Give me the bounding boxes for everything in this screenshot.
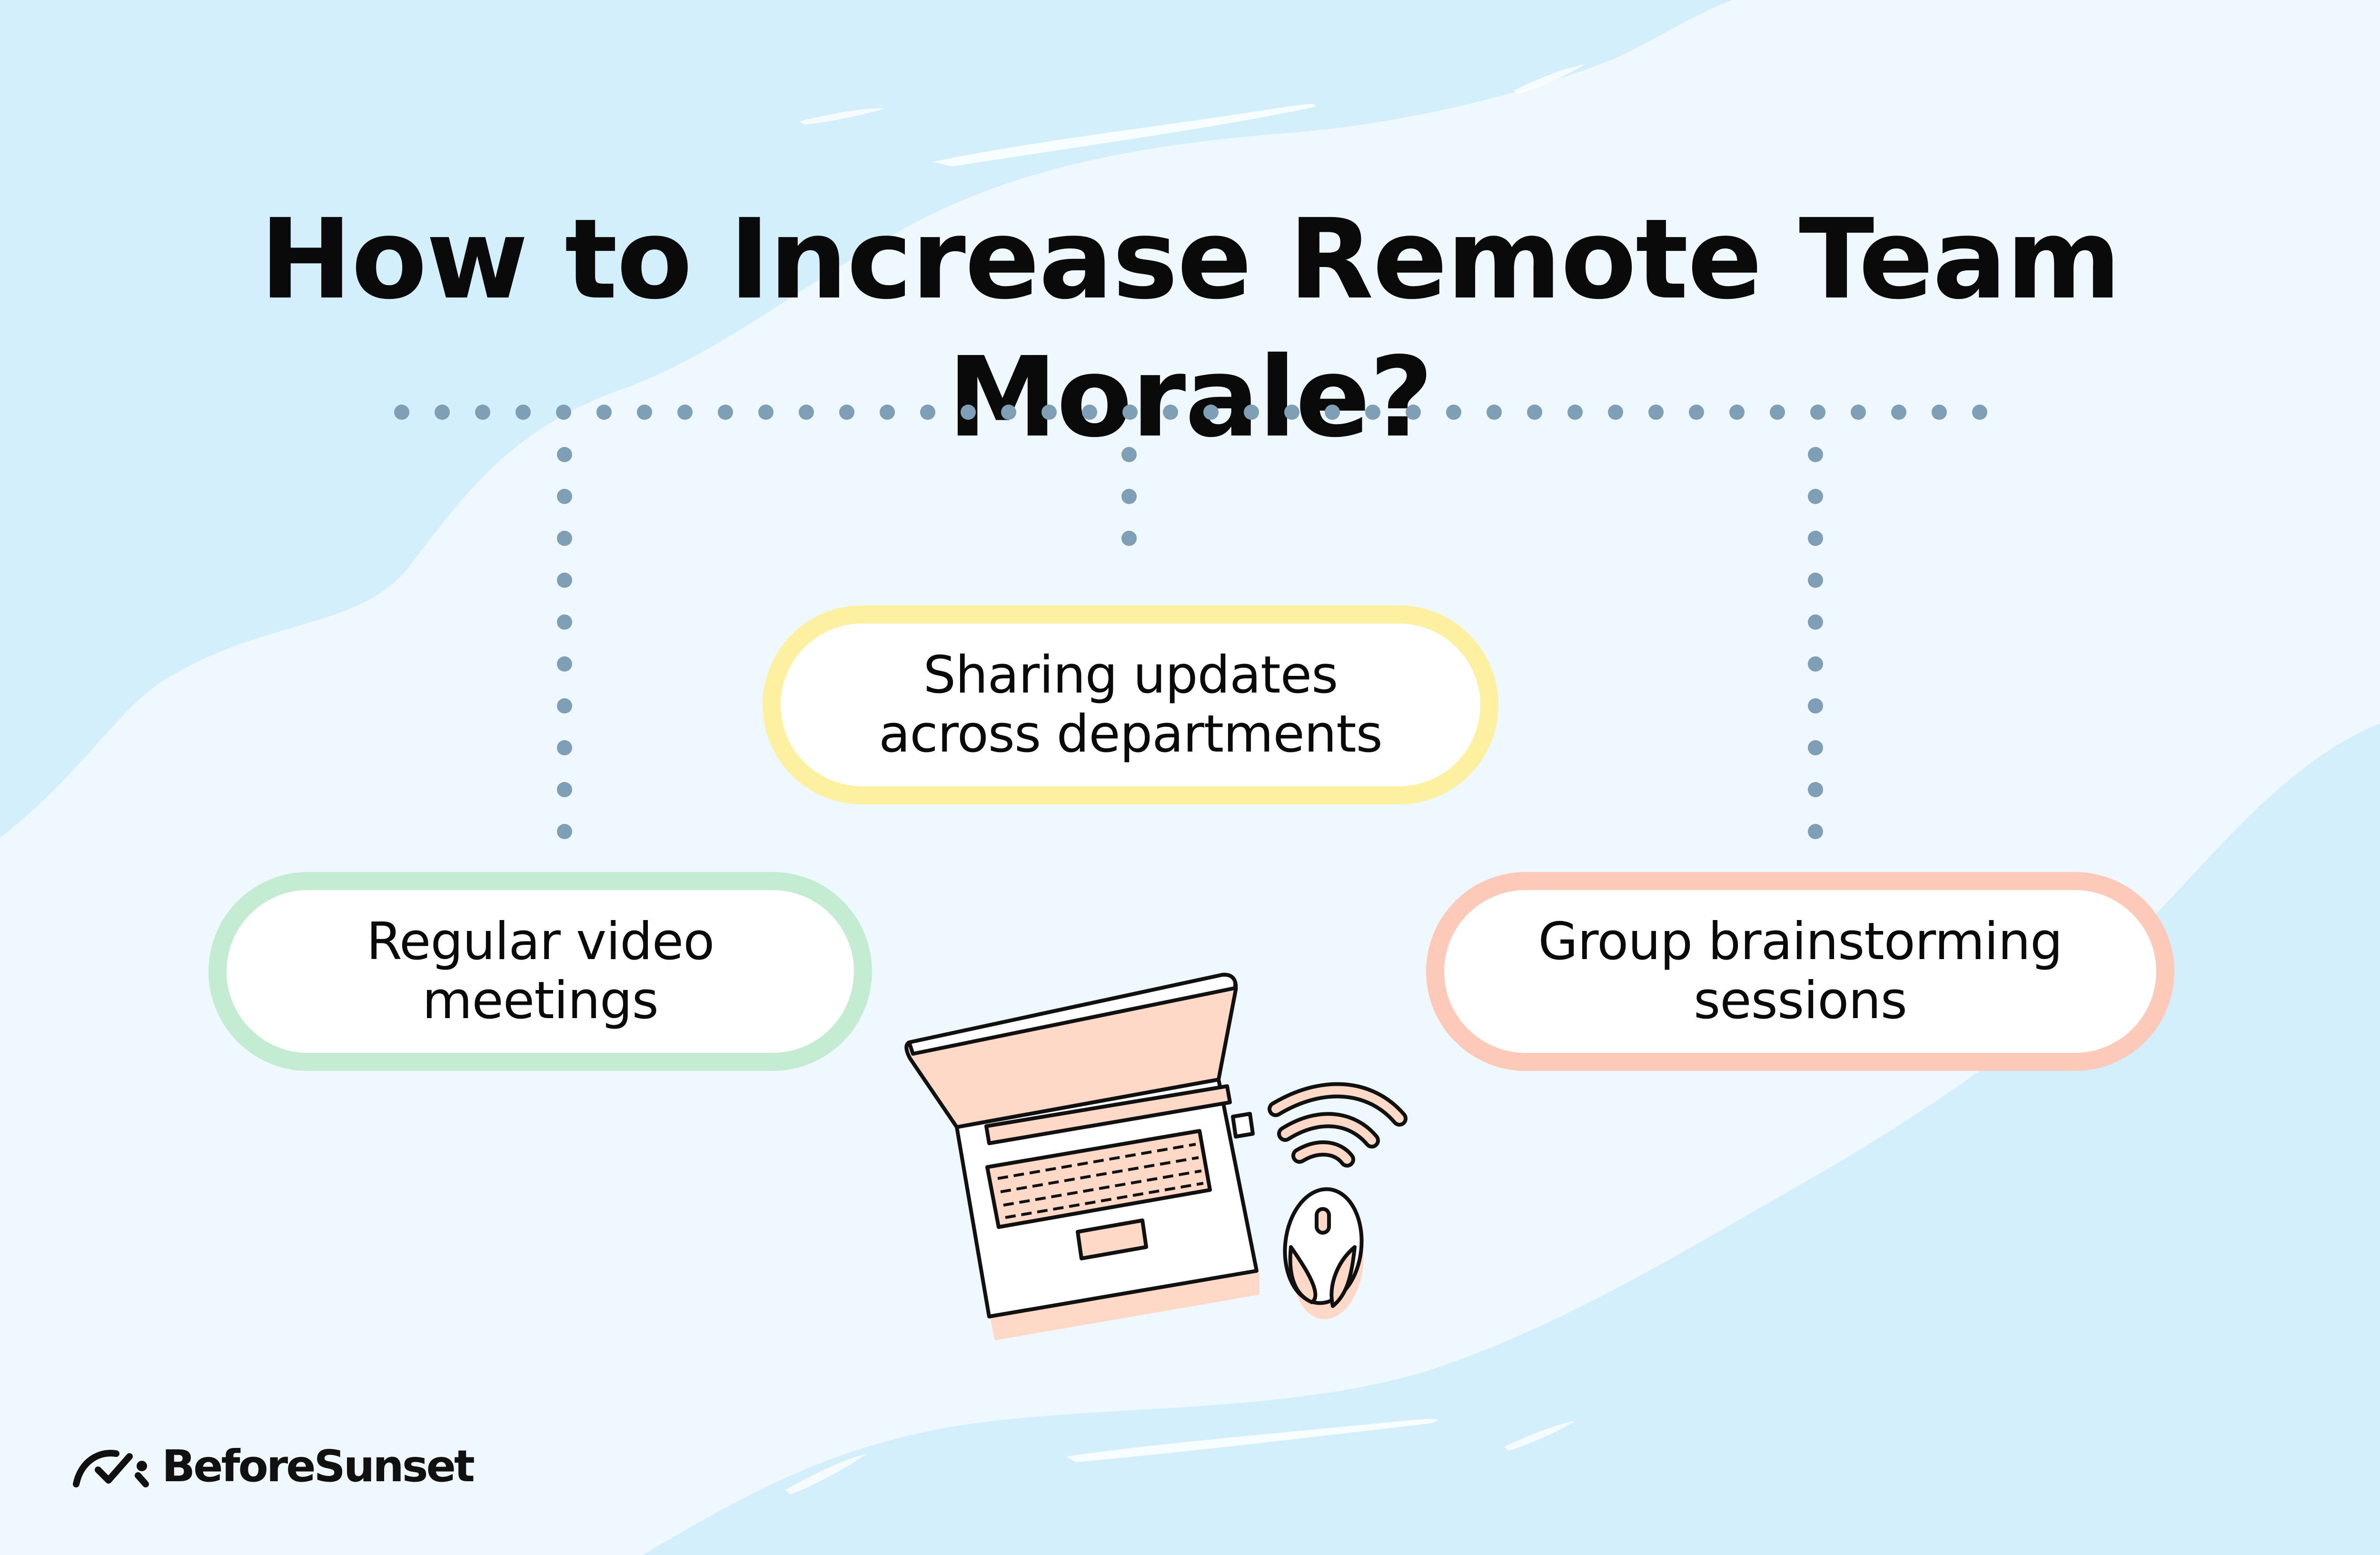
connector-dot — [1244, 405, 1259, 420]
connector-dot — [1608, 405, 1623, 420]
item-label-line: across departments — [879, 704, 1383, 764]
connector-dot — [557, 573, 572, 588]
connector-dot — [1808, 824, 1823, 839]
connector-dot — [1121, 447, 1137, 462]
connector-dot — [637, 405, 652, 420]
connector-dot — [1891, 405, 1906, 420]
connector-dot — [1808, 614, 1823, 630]
connector-dot — [839, 405, 854, 420]
connector-dot — [1770, 405, 1785, 420]
laptop-icon — [904, 972, 1259, 1340]
connector-dot — [1932, 405, 1947, 420]
connector-dot — [516, 405, 531, 420]
connector-dot — [1729, 405, 1745, 420]
item-label-line: meetings — [422, 971, 659, 1030]
item-sharing-updates: Sharing updates across departments — [763, 605, 1498, 804]
connector-dot — [1808, 573, 1823, 588]
connector-dot — [1122, 405, 1138, 420]
connector-dot — [1041, 405, 1057, 420]
wifi-signal-icon-fill — [1271, 1086, 1404, 1164]
item-label: Sharing updates across departments — [879, 645, 1383, 764]
connector-dot — [557, 824, 572, 839]
connector-dot — [1567, 405, 1583, 420]
connector-dot — [557, 782, 572, 797]
connector-dot — [1810, 405, 1825, 420]
connector-dot — [1325, 405, 1340, 420]
connector-dot — [1203, 405, 1219, 420]
connector-dot — [557, 614, 572, 630]
connector-dot — [1001, 405, 1016, 420]
brush-streak — [933, 104, 1316, 167]
item-label-line: Group brainstorming — [1538, 912, 2063, 971]
connector-dot — [1163, 405, 1178, 420]
connector-dot — [1808, 531, 1823, 546]
item-label-line: Regular video — [366, 912, 715, 971]
brand-name: BeforeSunset — [162, 1440, 475, 1492]
item-label: Group brainstorming sessions — [1538, 912, 2063, 1030]
brush-streak — [800, 108, 885, 125]
connector-dot — [557, 531, 572, 546]
connector-dot — [1284, 405, 1299, 420]
connector-dot — [394, 405, 409, 420]
connector-dot — [1808, 656, 1823, 672]
brush-streak — [785, 1454, 866, 1495]
connector-dot — [799, 405, 814, 420]
connector-dot — [435, 405, 450, 420]
item-label-line: Sharing updates — [923, 645, 1339, 705]
connector-right — [1808, 447, 1823, 839]
connector-dot — [1121, 489, 1137, 504]
connector-dot — [1527, 405, 1542, 420]
connector-dot — [1808, 782, 1823, 797]
connector-dot — [557, 740, 572, 755]
connector-dot — [1689, 405, 1704, 420]
item-label-line: sessions — [1693, 971, 1907, 1030]
item-group-brainstorming: Group brainstorming sessions — [1426, 872, 2174, 1071]
connector-dot — [557, 447, 572, 462]
connector-dot — [961, 405, 976, 420]
connector-dot — [1808, 698, 1823, 713]
connector-horizontal — [394, 405, 1987, 420]
connector-dot — [1972, 405, 1987, 420]
connector-dot — [556, 405, 571, 420]
item-video-meetings: Regular video meetings — [208, 872, 872, 1071]
connector-dot — [596, 405, 612, 420]
connector-dot — [1365, 405, 1380, 420]
gauge-check-icon — [73, 1450, 149, 1487]
connector-dot — [880, 405, 895, 420]
connector-dot — [920, 405, 935, 420]
connector-dot — [1121, 531, 1137, 546]
connector-dot — [1851, 405, 1866, 420]
page-title: How to Increase Remote Team Morale? — [259, 195, 2121, 462]
connector-dot — [677, 405, 693, 420]
keyboard-keys — [997, 1143, 1204, 1219]
brush-streak — [1504, 1421, 1576, 1451]
connector-dot — [557, 698, 572, 713]
connector-dot — [758, 405, 774, 420]
connector-dot — [1648, 405, 1664, 420]
connector-dot — [557, 489, 572, 504]
connector-dot — [718, 405, 733, 420]
connector-dot — [1808, 489, 1823, 504]
brand-logo: BeforeSunset — [70, 1433, 475, 1499]
connector-dot — [1082, 405, 1097, 420]
connector-dot — [1808, 740, 1823, 755]
item-label: Regular video meetings — [366, 912, 715, 1030]
connector-dot — [1487, 405, 1502, 420]
connector-dot — [1406, 405, 1421, 420]
connector-dot — [475, 405, 490, 420]
connector-dot — [557, 656, 572, 672]
brush-streak — [1066, 1419, 1438, 1462]
wireless-mouse-icon — [1283, 1187, 1364, 1319]
connector-dot — [1446, 405, 1461, 420]
connector-center — [1121, 447, 1137, 546]
connector-left — [557, 447, 572, 839]
brush-streak — [1514, 64, 1585, 94]
connector-dot — [1808, 447, 1823, 462]
